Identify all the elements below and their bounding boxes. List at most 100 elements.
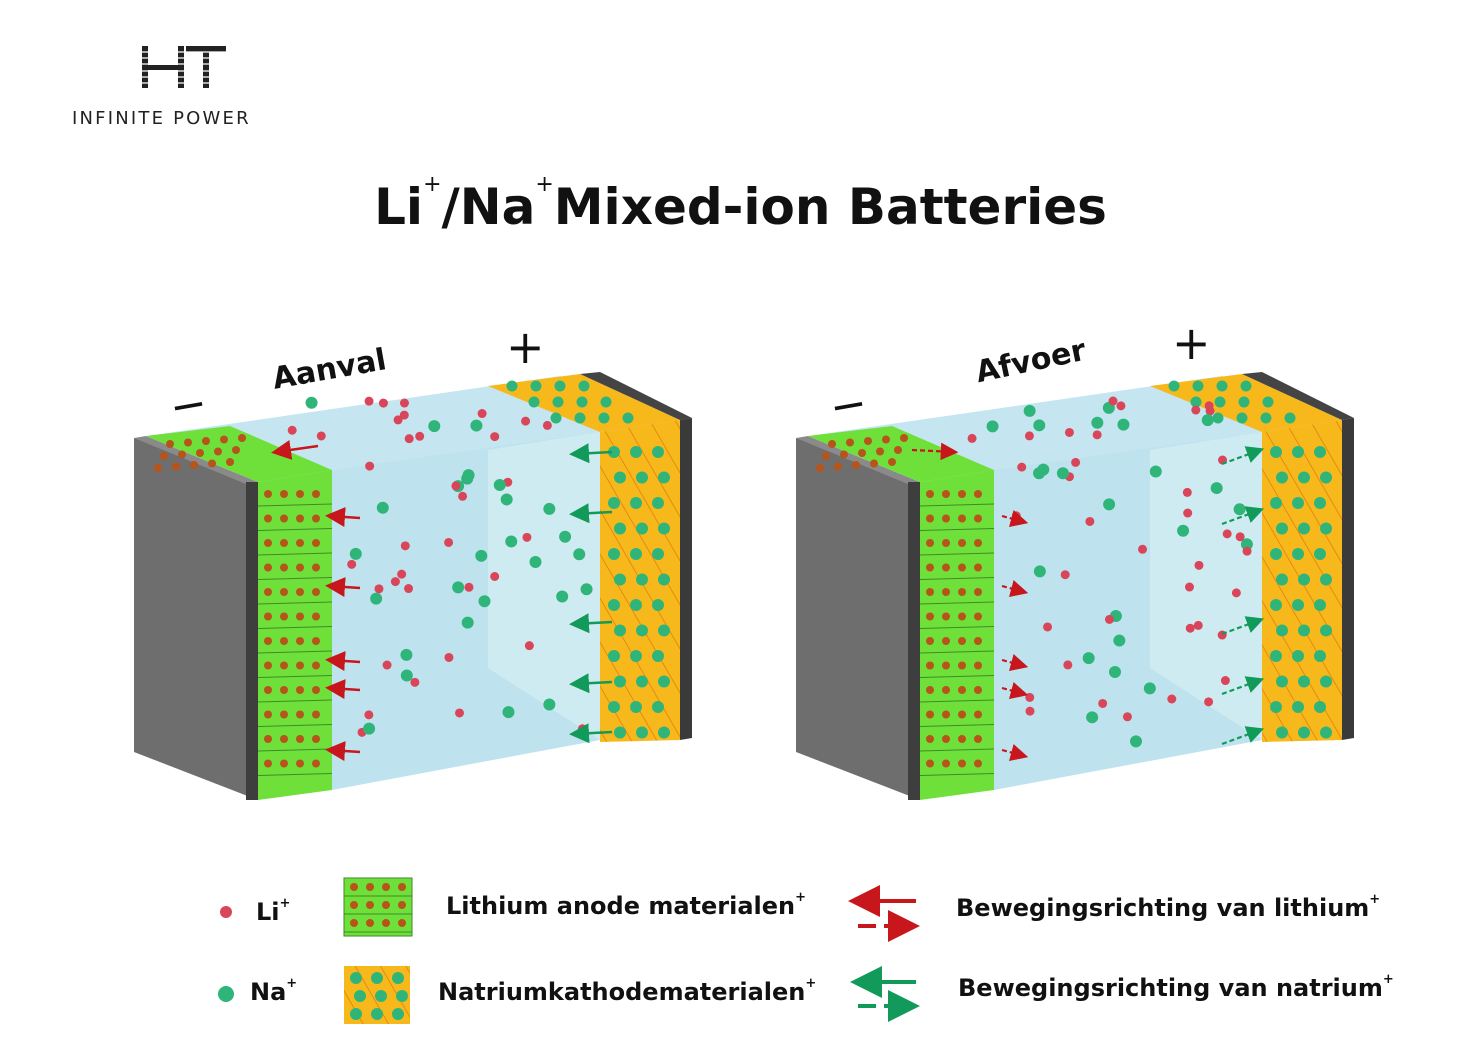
li-ion-in-anode	[974, 710, 982, 719]
li-ion-in-anode	[264, 612, 272, 621]
li-ion-in-anode	[958, 612, 966, 621]
li-ion	[382, 660, 392, 670]
li-ion	[1231, 588, 1241, 598]
na-ion	[556, 590, 569, 603]
li-ion-in-anode	[312, 563, 320, 572]
na-ion-in-cathode	[1320, 675, 1332, 688]
anode-top	[808, 426, 994, 482]
li-ion	[374, 584, 384, 594]
na-ion-in-cathode	[658, 624, 670, 637]
na-ion	[1056, 467, 1069, 480]
li-ion-in-anode	[264, 735, 272, 743]
na-ion-in-cathode	[1298, 726, 1310, 739]
li-ion-in-anode	[958, 563, 966, 572]
li-ion-in-anode	[264, 514, 272, 523]
na-ion-in-cathode	[1276, 624, 1288, 637]
li-ion-in-anode	[958, 588, 966, 596]
li-ion-in-anode	[312, 735, 320, 743]
na-ion	[1129, 735, 1142, 748]
na-ion	[559, 530, 572, 543]
na-ion-in-cathode	[630, 446, 642, 458]
li-ion-in-anode	[296, 588, 304, 596]
li-ion-in-anode	[312, 588, 320, 596]
na-ion-in-cathode	[1314, 446, 1326, 458]
li-ion-in-anode	[926, 637, 934, 645]
na-arrow	[569, 443, 613, 464]
li-ion-in-anode	[926, 563, 934, 572]
li-ion	[1063, 660, 1073, 670]
na-ion	[1086, 711, 1099, 724]
na-ion-in-cathode	[1276, 471, 1288, 484]
discharge-panel	[796, 372, 1354, 800]
li-arrow	[1001, 510, 1029, 528]
li-arrow	[271, 439, 319, 460]
na-ion-in-cathode	[608, 446, 620, 458]
na-ion	[452, 581, 465, 594]
li-ion	[1193, 620, 1203, 630]
li-ion-in-anode	[280, 490, 288, 498]
na-ion-in-cathode	[1320, 471, 1332, 484]
na-ion-in-cathode	[1314, 650, 1326, 662]
li-ion-in-anode	[974, 563, 982, 572]
na-ion	[1037, 463, 1050, 476]
na-ion-in-cathode	[1270, 446, 1282, 458]
na-ion	[400, 648, 413, 661]
li-ion-in-anode	[942, 637, 950, 645]
li-ion	[1060, 570, 1070, 580]
li-ion-in-anode	[974, 735, 982, 743]
li-ion-in-anode	[312, 539, 320, 547]
li-ion-in-anode	[958, 539, 966, 547]
li-ion	[400, 541, 410, 551]
na-ion-in-cathode	[1320, 573, 1332, 586]
li-ion	[1043, 622, 1053, 632]
na-ion	[505, 535, 518, 548]
na-ion	[1113, 634, 1126, 647]
li-ion	[390, 577, 400, 587]
li-ion-in-anode	[974, 490, 982, 498]
li-ion	[1194, 560, 1204, 570]
li-ion	[1235, 532, 1245, 542]
na-arrow	[1221, 446, 1265, 466]
na-ion	[1149, 465, 1162, 478]
na-ion-in-cathode	[652, 599, 664, 611]
li-ion-in-anode	[974, 514, 982, 523]
li-ion	[1017, 462, 1027, 472]
li-ion-in-anode	[958, 710, 966, 719]
li-arrow	[1001, 580, 1029, 598]
li-ion-in-anode	[264, 637, 272, 645]
li-ion-in-anode	[280, 612, 288, 621]
charge-plus: +	[506, 320, 545, 374]
na-ion-in-cathode	[1292, 599, 1304, 611]
li-ion-in-anode	[312, 612, 320, 621]
na-ion-in-cathode	[608, 701, 620, 713]
na-ion	[461, 616, 474, 629]
anode-top	[146, 426, 332, 482]
na-ion	[543, 698, 556, 711]
na-ion-in-cathode	[1292, 497, 1304, 509]
na-ion-in-cathode	[636, 726, 648, 739]
li-arrow	[911, 442, 959, 461]
li-ion-in-anode	[280, 637, 288, 645]
na-ion	[529, 555, 542, 568]
na-ion-in-cathode	[1320, 522, 1332, 535]
li-ion-in-anode	[312, 637, 320, 645]
na-arrow	[1221, 676, 1265, 696]
na-ion	[1033, 565, 1046, 578]
current-collector-left	[796, 438, 920, 800]
li-ion	[1071, 457, 1081, 467]
li-ion	[455, 708, 465, 718]
legend-na-dot	[218, 986, 234, 1002]
na-ion-in-cathode	[658, 726, 670, 739]
li-ion-in-anode	[280, 759, 288, 768]
li-ion	[444, 537, 454, 547]
na-ion	[1210, 482, 1223, 495]
li-ion	[490, 572, 500, 582]
na-ion-in-cathode	[608, 599, 620, 611]
na-ion	[400, 669, 413, 682]
li-ion-in-anode	[312, 490, 320, 498]
li-ion	[1184, 582, 1194, 592]
na-ion-in-cathode	[630, 650, 642, 662]
legend-cathode-label: Natriumkathodematerialen+	[438, 976, 817, 1006]
na-arrow	[1221, 616, 1265, 636]
li-ion-in-anode	[942, 563, 950, 572]
